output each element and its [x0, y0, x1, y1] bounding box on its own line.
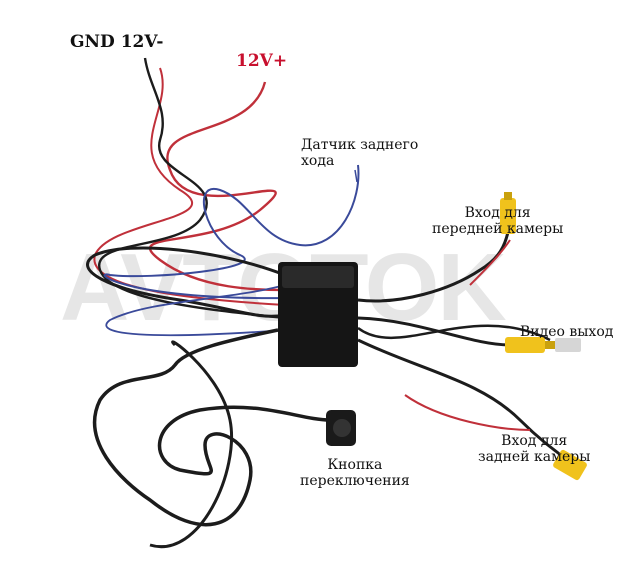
blue-wire [103, 164, 360, 300]
black-wire [98, 57, 286, 320]
rear-camera-cable [357, 338, 576, 467]
reverse-sensor-label-line1: Датчик заднего [301, 137, 419, 153]
front-camera-cable [357, 231, 510, 303]
rear-camera-input-label-line1: Вход для [501, 433, 568, 449]
reverse-sensor-label-line2: хода [301, 153, 335, 170]
rca-video-out [505, 337, 581, 353]
rear-camera-input-label: Вход для задней камеры [478, 433, 590, 465]
button-cable [92, 328, 331, 527]
switch-button-label-line2: переключения [300, 473, 410, 490]
button-cable-2 [149, 340, 233, 549]
video-output-label: Видео выход [520, 324, 614, 340]
harness-bundle [86, 246, 286, 318]
front-camera-input-label-line2: передней камеры [432, 221, 564, 238]
control-box-top [282, 266, 354, 288]
switch-button-cap [333, 419, 351, 437]
control-box [278, 262, 358, 367]
switch-button-label-line1: Кнопка [327, 457, 383, 473]
rear-red-wire [404, 394, 531, 431]
sensor-leader [354, 169, 358, 183]
front-camera-input-label-line1: Вход для [464, 205, 531, 221]
rear-camera-input-label-line2: задней камеры [478, 449, 591, 466]
12v-plus-label: 12V+ [236, 51, 288, 71]
rca-front-camera [500, 192, 516, 234]
front-red-wire [469, 239, 511, 286]
red-wire [149, 81, 286, 292]
reverse-sensor-label: Датчик заднего хода [301, 137, 418, 169]
rca-rear-camera [553, 449, 587, 481]
video-out-cable-2 [357, 324, 551, 342]
video-out-cable [357, 316, 511, 347]
harness-bundle-2 [105, 284, 286, 337]
switch-button-label: Кнопка переключения [300, 457, 410, 489]
gnd-12v-minus-label: GND 12V- [70, 32, 164, 52]
front-camera-input-label: Вход для передней камеры [432, 205, 563, 237]
